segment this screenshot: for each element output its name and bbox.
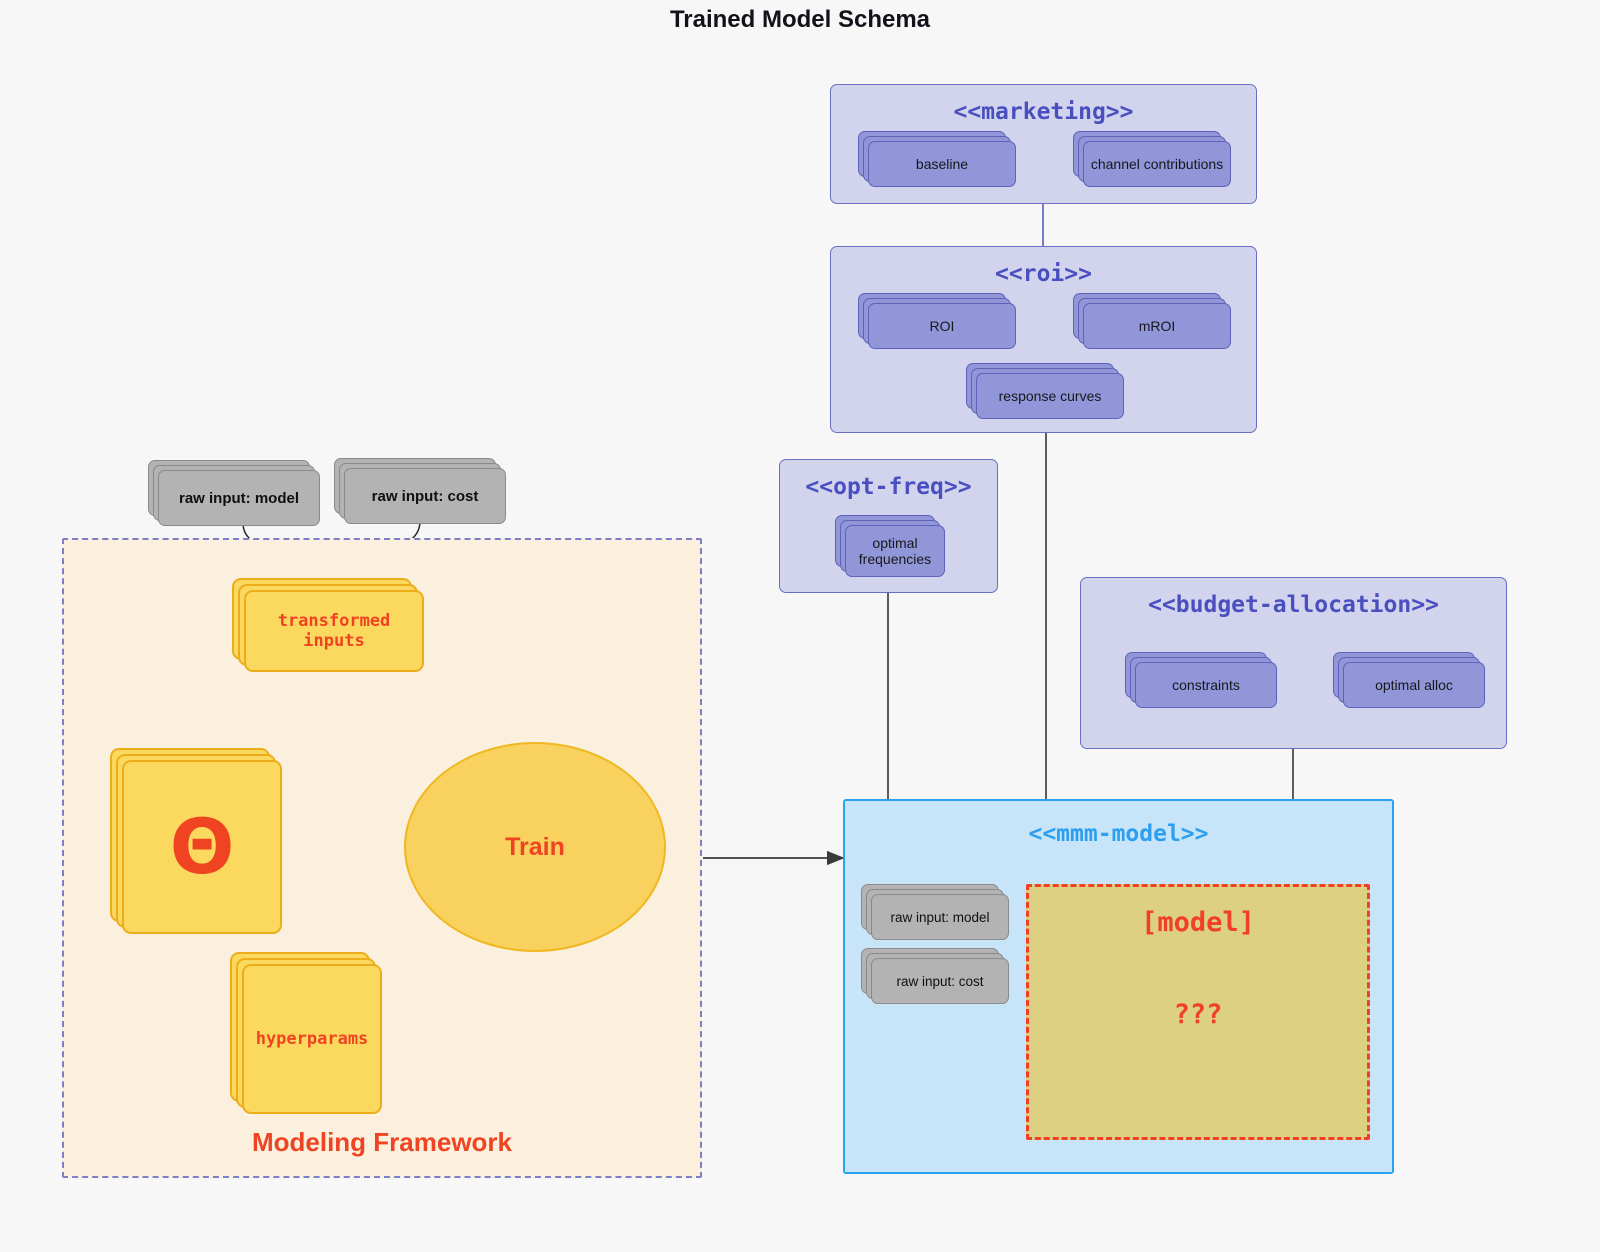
model-placeholder-unknown: ??? [1173,999,1223,1030]
artifact-label: channel contributions [1090,155,1224,172]
artifact-face: optimal alloc [1343,662,1485,708]
artifact-label: transformed inputs [277,611,391,651]
artifact-label: raw input: cost [896,973,984,989]
artifact-label-line2: frequencies [858,551,932,567]
artifact-face: raw input: cost [344,468,506,524]
train-node[interactable]: Train [404,742,666,952]
artifact-optimal-frequencies[interactable]: optimal frequencies [835,515,945,577]
artifact-face: hyperparams [242,964,382,1114]
artifact-label: constraints [1172,676,1240,693]
package-roi-title: <<roi>> [995,261,1092,287]
artifact-constraints[interactable]: constraints [1125,652,1277,708]
model-placeholder-box[interactable]: [model] ??? [1026,884,1370,1140]
artifact-transformed-inputs[interactable]: transformed inputs [232,578,424,672]
artifact-hyperparams[interactable]: hyperparams [230,952,382,1114]
artifact-label: ROI [929,317,955,334]
theta-glyph: Θ [169,802,235,891]
artifact-theta[interactable]: Θ [110,748,282,934]
artifact-label: mROI [1138,317,1176,334]
artifact-roi[interactable]: ROI [858,293,1016,349]
artifact-face: mROI [1083,303,1231,349]
artifact-response-curves[interactable]: response curves [966,363,1124,419]
mmm-raw-input-cost[interactable]: raw input: cost [861,948,1009,1004]
page-title: Trained Model Schema [669,6,931,33]
artifact-face: Θ [122,760,282,934]
artifact-optimal-alloc[interactable]: optimal alloc [1333,652,1485,708]
package-budget-allocation-title: <<budget-allocation>> [1148,592,1439,618]
artifact-baseline[interactable]: baseline [858,131,1016,187]
artifact-face: baseline [868,141,1016,187]
artifact-label: baseline [915,155,969,172]
artifact-face: response curves [976,373,1124,419]
package-opt-freq-title: <<opt-freq>> [805,474,972,500]
artifact-face: ROI [868,303,1016,349]
artifact-label: response curves [998,387,1102,404]
artifact-face: constraints [1135,662,1277,708]
artifact-face: transformed inputs [244,590,424,672]
artifact-label-line1: optimal [872,534,918,551]
modeling-framework-label: Modeling Framework [251,1127,513,1157]
artifact-face: raw input: model [871,894,1009,940]
artifact-mroi[interactable]: mROI [1073,293,1231,349]
package-mmm-model-title: <<mmm-model>> [1028,821,1209,847]
raw-input-model[interactable]: raw input: model [148,460,320,526]
artifact-face: raw input: cost [871,958,1009,1004]
package-marketing-title: <<marketing>> [953,99,1134,125]
artifact-face: raw input: model [158,470,320,526]
artifact-face: channel contributions [1083,141,1231,187]
artifact-label: raw input: cost [371,487,479,505]
mmm-raw-input-model[interactable]: raw input: model [861,884,1009,940]
train-label: Train [505,832,565,861]
artifact-label: optimal alloc [1375,676,1453,693]
artifact-channel-contributions[interactable]: channel contributions [1073,131,1231,187]
artifact-label: raw input: model [179,489,299,507]
artifact-label: optimal frequencies [853,535,937,567]
raw-input-cost[interactable]: raw input: cost [334,458,506,524]
artifact-label: raw input: model [890,909,990,925]
artifact-face: optimal frequencies [845,525,945,577]
artifact-label: hyperparams [255,1029,369,1049]
model-placeholder-label: [model] [1141,907,1255,938]
